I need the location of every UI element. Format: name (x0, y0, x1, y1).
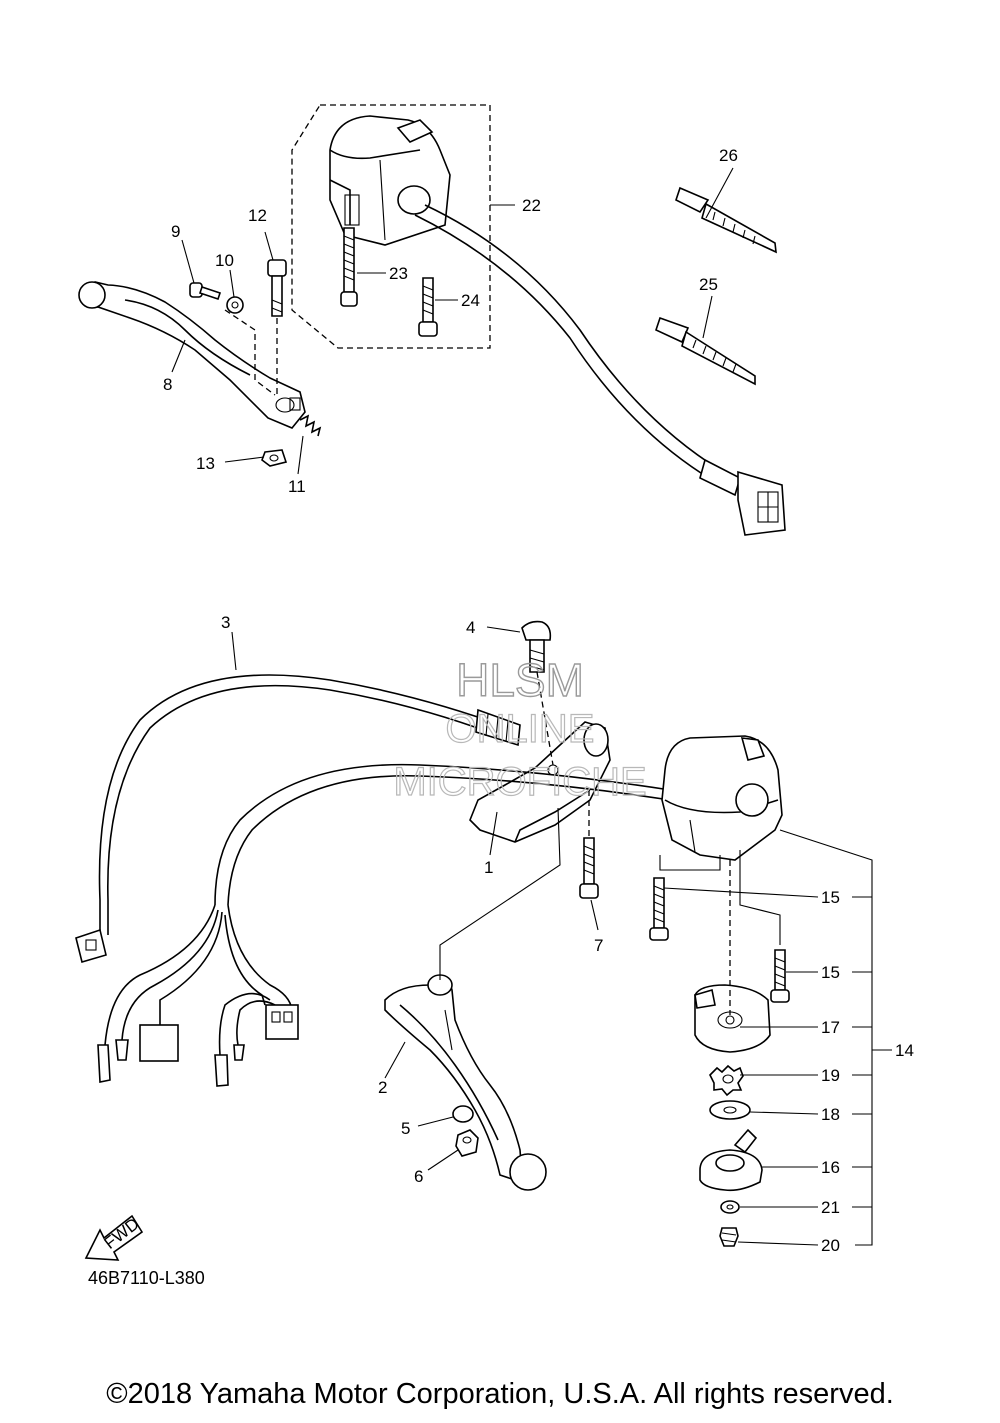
cable-3-connector (75, 928, 107, 964)
cable-tie-26 (675, 186, 777, 254)
callout-14: 14 (895, 1041, 914, 1060)
callout-26: 26 (719, 146, 738, 165)
callout-25: 25 (699, 275, 718, 294)
callout-13: 13 (196, 454, 215, 473)
washer-21 (720, 1200, 740, 1214)
callout-21: 21 (821, 1198, 840, 1217)
spring-11 (299, 414, 322, 437)
callout-10: 10 (215, 251, 234, 270)
screw-20 (719, 1227, 739, 1247)
group-bracket-14 (779, 829, 892, 1246)
star-washer-19 (709, 1064, 744, 1097)
switch-harness (214, 763, 671, 906)
callout-23: 23 (389, 264, 408, 283)
bolt-4 (521, 620, 554, 766)
cable-3 (98, 674, 516, 935)
o-ring-5 (452, 1105, 474, 1123)
watermark-line2: ONLINE (446, 707, 595, 751)
callout-1: 1 (484, 858, 493, 877)
lever-2 (384, 974, 547, 1191)
callout-7: 7 (594, 936, 603, 955)
screw-15b (770, 949, 790, 1003)
screw-24 (418, 277, 438, 337)
watermark-line3: MICROFICHE (393, 760, 646, 804)
watermark-line1: HLSM (456, 654, 584, 706)
copyright-notice: ©2018 Yamaha Motor Corporation, U.S.A. A… (106, 1378, 894, 1410)
callout-18: 18 (821, 1105, 840, 1124)
nut-10 (226, 296, 244, 314)
lever-8 (78, 281, 306, 429)
callout-3: 3 (221, 613, 230, 632)
handlebar-switch-lower (661, 735, 783, 861)
callout-2: 2 (378, 1078, 387, 1097)
connector-upper (699, 458, 786, 536)
watermark: HLSM ONLINE MICROFICHE (393, 653, 648, 804)
handlebar-switch-upper (329, 115, 451, 246)
cap-17 (694, 984, 771, 1053)
screw-23 (340, 227, 358, 307)
screw-9 (189, 282, 222, 301)
callout-4: 4 (466, 618, 475, 637)
fwd-arrow-icon: FWD (84, 1214, 144, 1261)
callout-8: 8 (163, 375, 172, 394)
callout-22: 22 (522, 196, 541, 215)
cable-tie-25 (655, 316, 756, 386)
callout-5: 5 (401, 1119, 410, 1138)
callout-15b: 15 (821, 963, 840, 982)
leader-lines (171, 167, 819, 1246)
callout-16: 16 (821, 1158, 840, 1177)
brake-switch (475, 708, 521, 747)
screw-15a (649, 877, 669, 941)
switch-assembly-boundary (291, 104, 491, 349)
callout-17: 17 (821, 1018, 840, 1037)
harness-branches (97, 904, 299, 1087)
drawing-code: 46B7110-L380 (88, 1268, 205, 1288)
callout-20: 20 (821, 1236, 840, 1255)
knob-16 (699, 1128, 763, 1192)
callout-12: 12 (248, 206, 267, 225)
nut-13 (261, 449, 288, 467)
switch-cable-upper (424, 204, 721, 471)
washer-18 (709, 1100, 751, 1120)
callout-11: 11 (288, 477, 306, 496)
callout-19: 19 (821, 1066, 840, 1085)
callout-labels: 1 2 3 4 5 6 7 8 9 10 11 12 13 14 15 15 1… (163, 146, 914, 1255)
lever-holder-1 (469, 721, 611, 843)
callout-9: 9 (171, 222, 180, 241)
callout-24: 24 (461, 291, 480, 310)
callout-6: 6 (414, 1167, 423, 1186)
nut-6 (455, 1129, 479, 1157)
bolt-12 (267, 259, 287, 317)
screw-7 (579, 790, 599, 899)
callout-15a: 15 (821, 888, 840, 907)
